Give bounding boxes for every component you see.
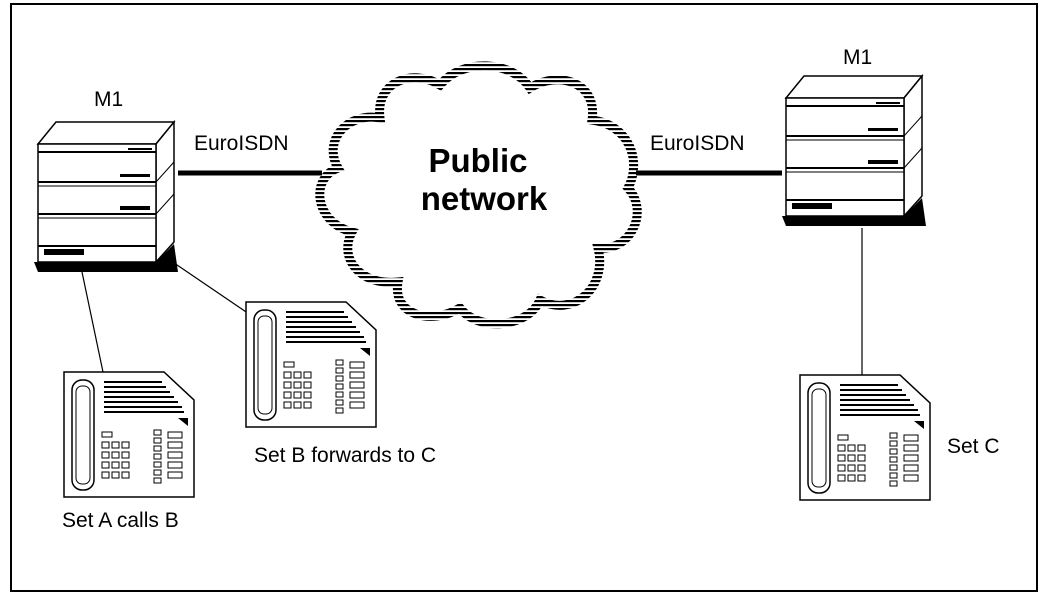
set-c-label: Set C [947, 435, 1000, 458]
wire-set-a [81, 271, 104, 373]
switch-left-label: M1 [94, 88, 123, 111]
switch-right [781, 75, 927, 227]
switch-left [33, 121, 179, 273]
set-a-phone [63, 371, 195, 498]
link-right-label: EuroISDN [650, 132, 745, 155]
link-left-label: EuroISDN [194, 132, 289, 155]
set-b-phone [245, 301, 377, 428]
switch-right-label: M1 [843, 46, 872, 69]
set-c-phone [799, 374, 931, 501]
public-network-cloud [315, 61, 642, 329]
cloud-label-line2: network [421, 180, 548, 217]
set-a-label: Set A calls B [62, 509, 179, 532]
cloud-label-line1: Public [428, 142, 527, 179]
set-b-label: Set B forwards to C [254, 444, 436, 467]
